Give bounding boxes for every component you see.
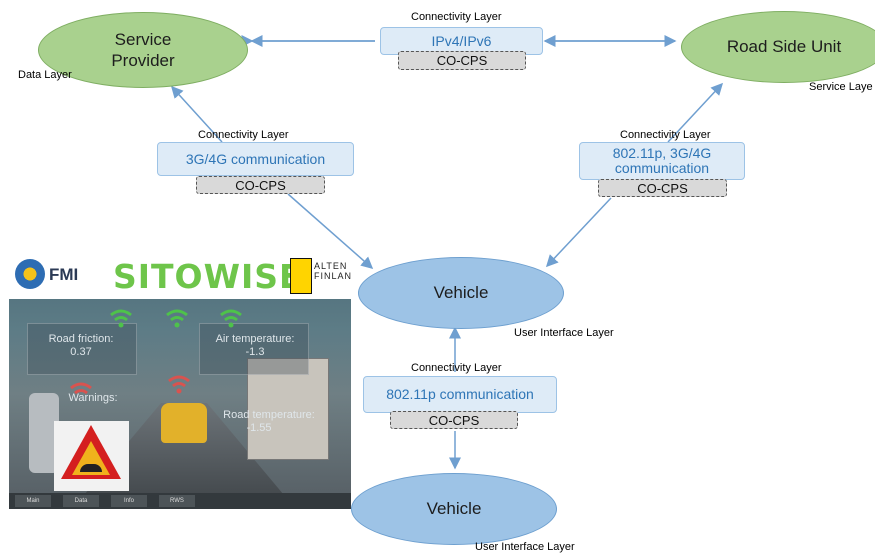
air-temperature-value: -1.3 xyxy=(245,346,265,358)
road-friction-value: 0.37 xyxy=(70,346,92,358)
tab-data[interactable]: Data xyxy=(63,495,99,507)
alten-logo-text: ALTEN FINLAND xyxy=(314,261,351,281)
speed-bump-icon xyxy=(80,464,102,472)
co-cps-badge-right: CO-CPS xyxy=(598,179,727,197)
car-yellow xyxy=(161,403,207,443)
link-box-80211p-3g4g: 802.11p, 3G/4G communication xyxy=(579,142,745,180)
vehicle-node-bottom: Vehicle xyxy=(351,473,557,545)
link-box-80211p: 802.11p communication xyxy=(363,376,557,413)
fmi-logo-text: FMI xyxy=(49,265,79,284)
connectivity-layer-label-right: Connectivity Layer xyxy=(620,129,711,141)
wifi-signal-icon xyxy=(166,309,188,328)
connectivity-layer-label-bottom: Connectivity Layer xyxy=(411,362,502,374)
warning-signal-icon xyxy=(168,375,190,394)
warning-signal-icon xyxy=(70,382,92,395)
connectivity-layer-label-top: Connectivity Layer xyxy=(411,11,502,23)
arrow-left-to-vehicle xyxy=(287,193,374,269)
co-cps-badge-top: CO-CPS xyxy=(398,51,526,70)
service-layer-label: Service Laye xyxy=(809,81,873,93)
ui-layer-label-top: User Interface Layer xyxy=(514,327,614,339)
alten-logo-icon xyxy=(290,258,312,294)
app-header: FMI SITOWISE ALTEN FINLAND xyxy=(9,253,351,299)
tab-rws[interactable]: RWS xyxy=(159,495,195,507)
ui-layer-label-bottom: User Interface Layer xyxy=(475,541,575,553)
data-layer-label: Data Layer xyxy=(18,69,72,81)
truck xyxy=(247,358,329,460)
wifi-signal-icon xyxy=(110,309,132,328)
arrow-right-to-vehicle xyxy=(545,197,612,268)
co-cps-badge-left: CO-CPS xyxy=(196,176,325,194)
connectivity-layer-label-left: Connectivity Layer xyxy=(198,129,289,141)
fmi-logo-icon xyxy=(15,259,45,289)
road-temperature-value: -1.55 xyxy=(246,422,272,434)
wifi-signal-icon xyxy=(220,309,242,328)
warnings-label: Warnings: xyxy=(68,392,118,404)
tab-info[interactable]: Info xyxy=(111,495,147,507)
road-friction-panel xyxy=(27,323,137,375)
air-temperature-panel xyxy=(199,323,309,375)
link-box-3g4g: 3G/4G communication xyxy=(157,142,354,176)
vehicle-node-top: Vehicle xyxy=(358,257,564,329)
app-tab-bar: Main Data Info RWS xyxy=(9,493,351,509)
tab-main[interactable]: Main xyxy=(15,495,51,507)
road-temperature-label: Road temperature: xyxy=(223,409,315,421)
air-temperature-label: Air temperature: xyxy=(215,333,295,345)
app-screenshot: FMI SITOWISE ALTEN FINLAND Road friction… xyxy=(9,253,351,509)
road-side-unit-node: Road Side Unit xyxy=(681,11,875,83)
arrow-left-to-sp xyxy=(170,85,223,143)
service-provider-node: Service Provider xyxy=(38,12,248,88)
sitowise-logo: SITOWISE xyxy=(113,257,303,296)
co-cps-badge-bottom: CO-CPS xyxy=(390,411,518,429)
arrow-right-to-rsu xyxy=(667,82,724,143)
road-friction-label: Road friction: xyxy=(48,333,114,345)
